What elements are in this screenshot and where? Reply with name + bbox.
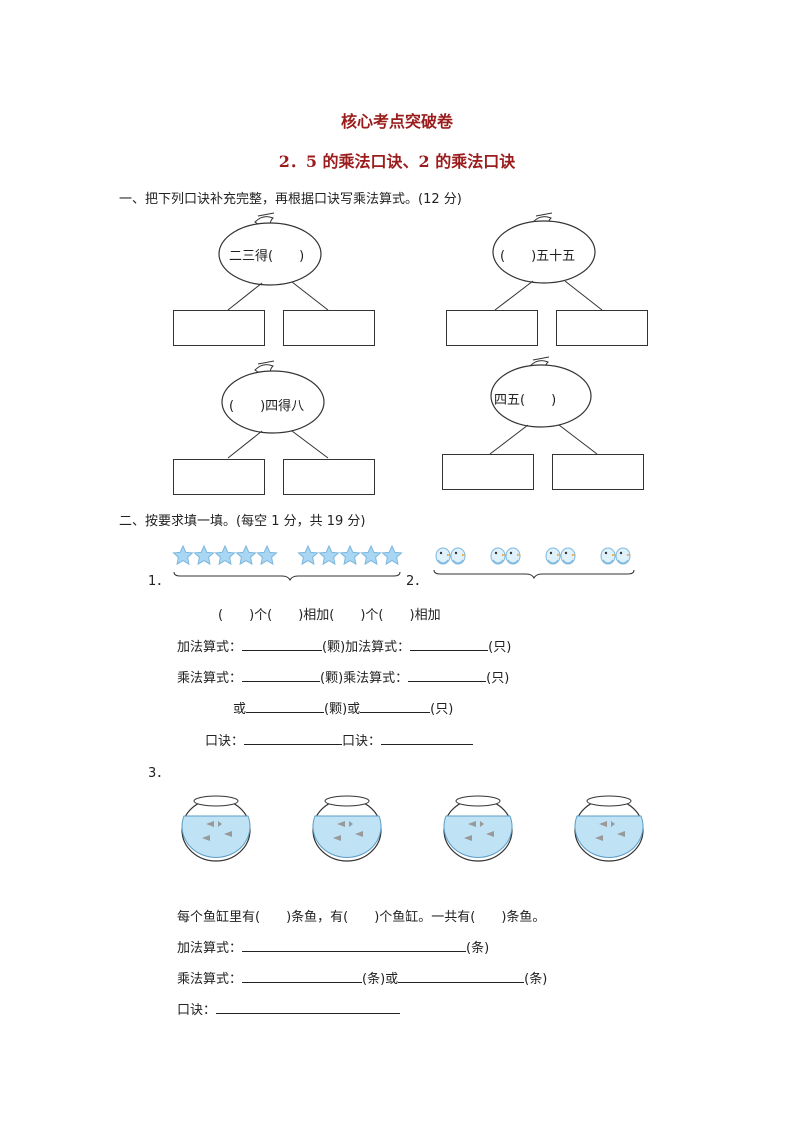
chick-brace <box>433 569 635 580</box>
koujue-label-2: 口诀： <box>342 734 382 749</box>
addition-label-1: 加法算式： <box>177 640 243 655</box>
q3-label: 3． <box>148 766 170 781</box>
or-row: 或 (颗)或 (只) <box>233 698 453 717</box>
or-label-2: (颗)或 <box>324 702 361 717</box>
fish-fill-line: 每个鱼缸里有( )条鱼，有( )个鱼缸。一共有( )条鱼。 <box>177 910 546 925</box>
star-brace <box>173 571 401 582</box>
section2-heading: 二、按要求填一填。(每空 1 分，共 19 分) <box>119 514 366 529</box>
or-label-1: 或 <box>233 702 247 717</box>
koujue-label-1: 口诀： <box>205 734 245 749</box>
answer-box-2b[interactable] <box>556 310 648 346</box>
q3-multiplication-blank-1[interactable] <box>242 970 363 983</box>
or-blank-2[interactable] <box>360 700 431 713</box>
count-fill-line: ( )个( )相加( )个( )相加 <box>218 608 441 623</box>
tomato-4-text: 四五( ) <box>494 393 557 408</box>
answer-box-2a[interactable] <box>446 310 538 346</box>
multiplication-label-2: (颗)乘法算式： <box>320 671 409 686</box>
multiplication-unit-2: (只) <box>486 671 510 686</box>
or-blank-1[interactable] <box>246 700 325 713</box>
answer-box-1b[interactable] <box>283 310 375 346</box>
fish-bowls <box>181 795 644 862</box>
tomato-1 <box>218 212 329 311</box>
tomato-2 <box>492 212 603 311</box>
answer-box-4b[interactable] <box>552 454 644 490</box>
tomato-2-text: ( )五十五 <box>500 249 576 264</box>
q3-koujue-row: 口诀： <box>177 999 401 1018</box>
multiplication-row: 乘法算式： (颗)乘法算式： (只) <box>177 667 509 686</box>
or-unit-2: (只) <box>430 702 454 717</box>
q3-koujue-label: 口诀： <box>177 1003 217 1018</box>
answer-box-3b[interactable] <box>283 459 375 495</box>
q3-multiplication-label: 乘法算式： <box>177 972 243 987</box>
multiplication-blank-1[interactable] <box>242 669 321 682</box>
q3-addition-label: 加法算式： <box>177 941 243 956</box>
tomato-3 <box>221 360 329 459</box>
answer-box-1a[interactable] <box>173 310 265 346</box>
multiplication-blank-2[interactable] <box>408 669 487 682</box>
answer-box-3a[interactable] <box>173 459 265 495</box>
q3-multiplication-blank-2[interactable] <box>398 970 525 983</box>
koujue-row: 口诀： 口诀： <box>205 730 474 749</box>
chick-icons <box>435 547 632 565</box>
q3-multiplication-unit-2: (条) <box>524 972 548 987</box>
page-title: 核心考点突破卷 <box>340 112 453 131</box>
addition-label-2: (颗)加法算式： <box>322 640 411 655</box>
q3-koujue-blank[interactable] <box>216 1001 401 1014</box>
answer-box-4a[interactable] <box>442 454 534 490</box>
multiplication-label-1: 乘法算式： <box>177 671 243 686</box>
q1-label: 1． <box>148 574 170 589</box>
q2-label: 2． <box>406 574 428 589</box>
addition-unit-2: (只) <box>488 640 512 655</box>
q3-addition-unit: (条) <box>466 941 490 956</box>
addition-blank-1[interactable] <box>242 638 323 651</box>
tomato-4 <box>489 356 598 455</box>
q3-addition-blank[interactable] <box>242 939 467 952</box>
tomato-1-text: 二三得( ) <box>229 249 305 264</box>
koujue-blank-1[interactable] <box>244 732 343 745</box>
q3-addition-row: 加法算式： (条) <box>177 937 489 956</box>
section1-heading: 一、把下列口诀补充完整，再根据口诀写乘法算式。(12 分) <box>119 192 462 207</box>
addition-row: 加法算式： (颗)加法算式： (只) <box>177 636 511 655</box>
q3-multiplication-row: 乘法算式： (条)或 (条) <box>177 968 547 987</box>
koujue-blank-2[interactable] <box>381 732 474 745</box>
addition-blank-2[interactable] <box>410 638 489 651</box>
tomato-3-text: ( )四得八 <box>229 399 305 414</box>
star-icons <box>173 545 402 565</box>
q3-multiplication-unit-1: (条)或 <box>362 972 399 987</box>
page-subtitle: 2．5 的乘法口诀、2 的乘法口诀 <box>278 152 516 171</box>
